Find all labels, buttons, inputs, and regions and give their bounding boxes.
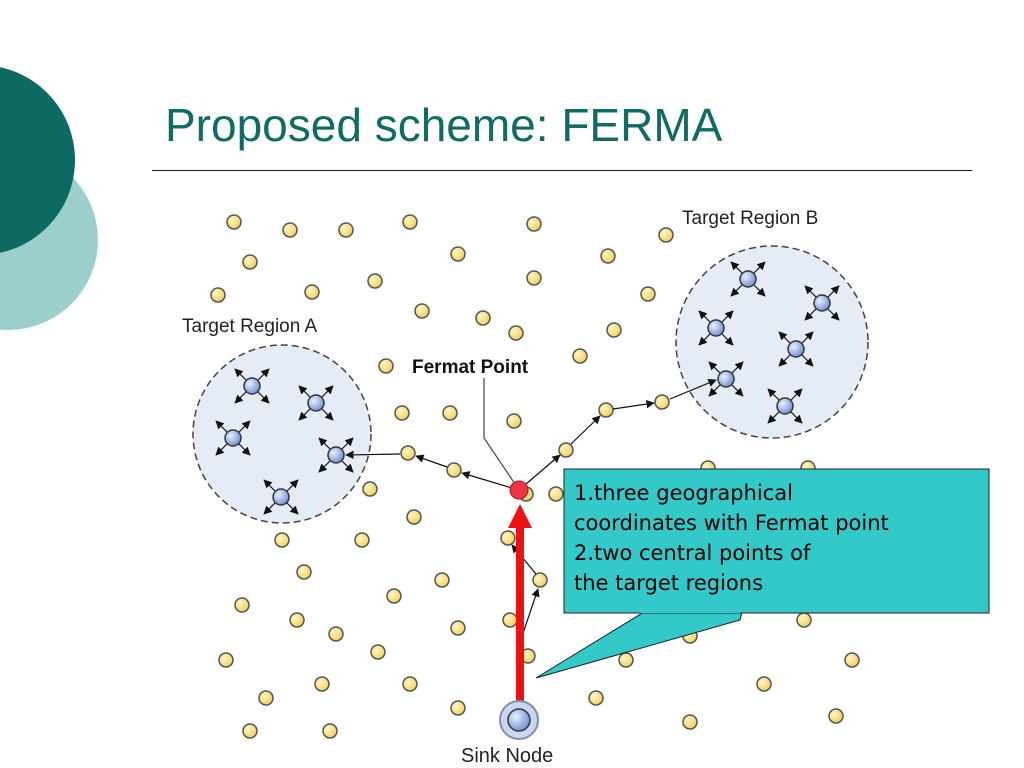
target-node: [318, 437, 354, 473]
target-node: [234, 368, 270, 404]
callout-text: 1.three geographical coordinates with Fe…: [574, 478, 984, 598]
slide-title: Proposed scheme: FERMA: [165, 99, 723, 151]
callout-line-2: coordinates with Fermat point: [574, 511, 889, 535]
target-region-b: [675, 245, 869, 439]
label-target-region-b: Target Region B: [682, 208, 818, 229]
callout-line-1: 1.three geographical: [574, 481, 793, 505]
sink-node-icon: [499, 700, 539, 740]
decorative-circles: [0, 67, 98, 330]
fermat-point-node: [509, 480, 529, 500]
target-node: [708, 361, 744, 397]
decorative-circle-dark: [0, 67, 75, 253]
target-node: [263, 479, 299, 515]
target-nodes: [215, 261, 840, 515]
target-node: [698, 310, 734, 346]
callout-box: [563, 468, 990, 614]
target-node: [730, 261, 766, 297]
fermat-leader-line: [483, 378, 516, 485]
target-node: [767, 388, 803, 424]
title-divider: [152, 170, 972, 171]
label-target-region-a: Target Region A: [182, 316, 318, 337]
sensor-nodes: [210, 214, 860, 739]
callout-line-3: 2.two central points of: [574, 541, 811, 565]
target-node: [215, 420, 251, 456]
label-fermat-point: Fermat Point: [412, 357, 529, 378]
callout-line-4: the target regions: [574, 571, 764, 595]
target-node: [778, 331, 814, 367]
callout-pointer: [535, 611, 743, 679]
target-node: [298, 385, 334, 421]
label-sink-node: Sink Node: [461, 745, 553, 767]
target-node: [804, 285, 840, 321]
